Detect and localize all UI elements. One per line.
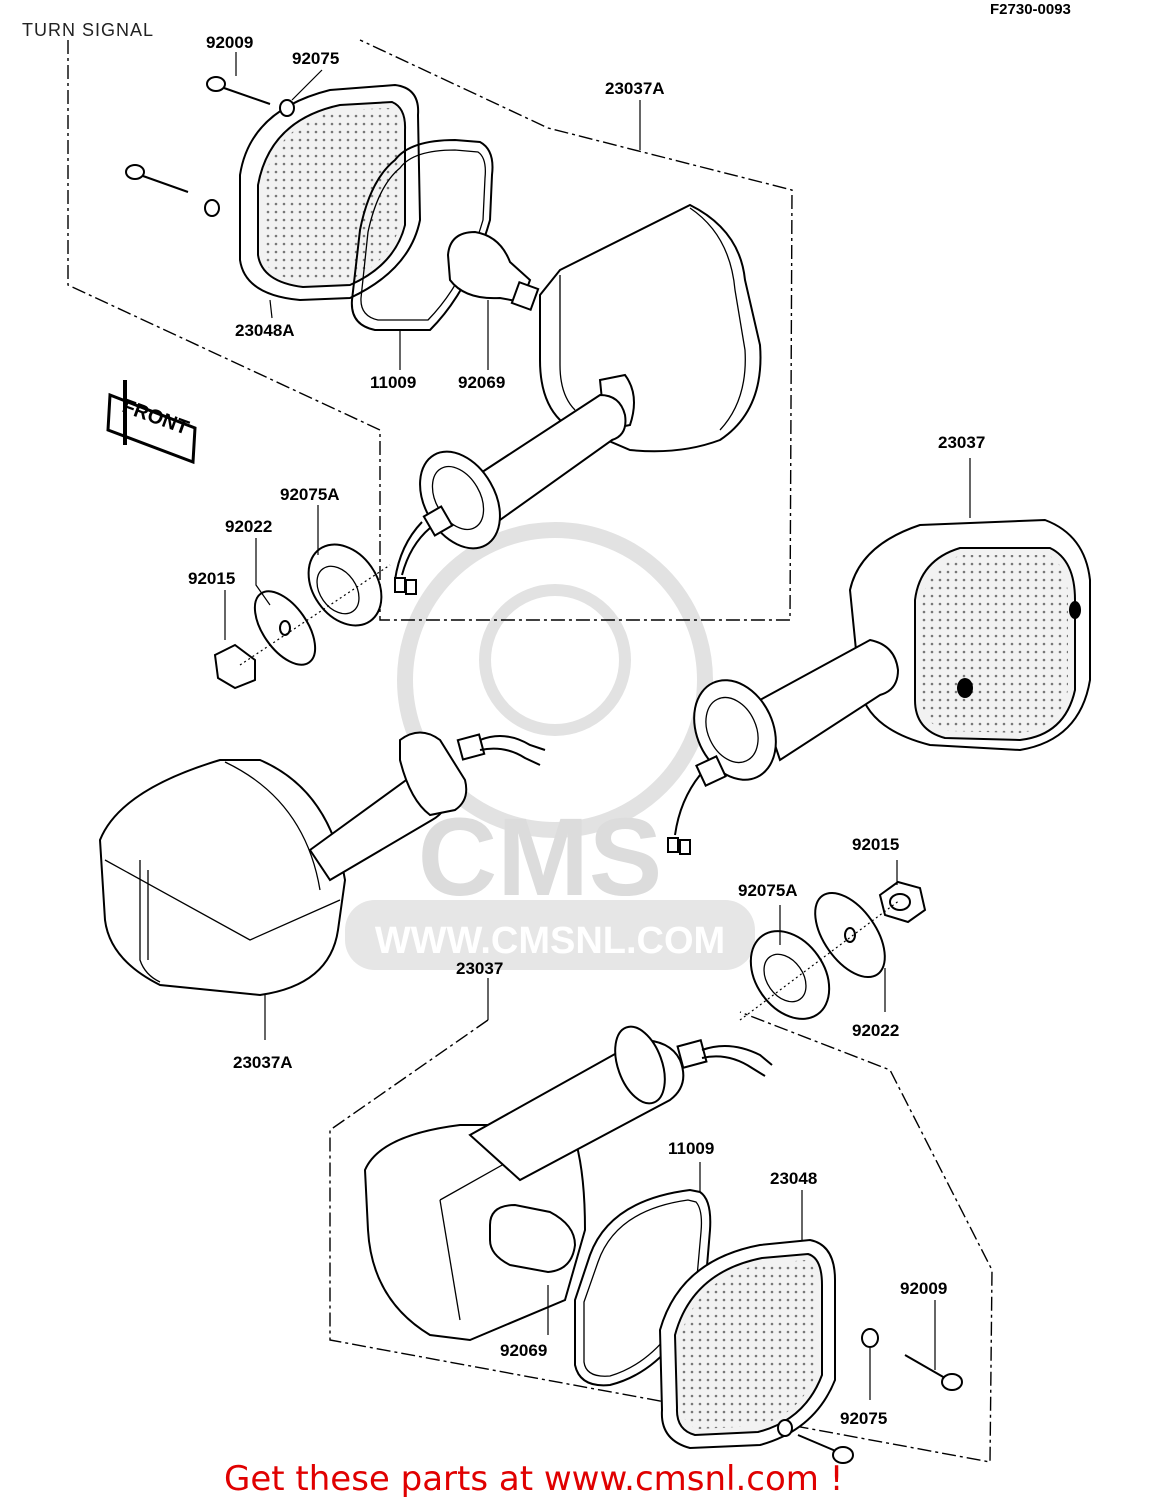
part-label: 23048 bbox=[770, 1169, 817, 1188]
lens-23048a bbox=[239, 83, 422, 302]
part-label: 92022 bbox=[225, 517, 272, 536]
cms-watermark: CMS WWW.CMSNL.COM bbox=[345, 522, 755, 970]
part-label: 92069 bbox=[500, 1341, 547, 1360]
part-label: 92009 bbox=[900, 1279, 947, 1298]
part-label: 92015 bbox=[188, 569, 235, 588]
watermark-brand: CMS bbox=[418, 796, 662, 919]
leader-lines bbox=[224, 52, 971, 1400]
washer-92022-left bbox=[253, 590, 317, 666]
part-label: 23037 bbox=[938, 433, 985, 452]
housing-23037-right bbox=[667, 518, 1091, 855]
rubber-92075a-left bbox=[307, 543, 383, 627]
watermark-url: WWW.CMSNL.COM bbox=[375, 920, 725, 962]
screw-92009-lower-a bbox=[904, 1354, 963, 1391]
part-label: 92015 bbox=[852, 835, 899, 854]
diagram-code: F2730-0093 bbox=[990, 1, 1071, 18]
front-direction-badge: FRONT bbox=[106, 380, 197, 465]
part-label: 23037A bbox=[605, 79, 665, 98]
nut-92015-right bbox=[878, 880, 927, 924]
screw-92009-lower-b bbox=[797, 1434, 854, 1464]
lens-23048-lower bbox=[658, 1238, 836, 1450]
housing-23037a-top bbox=[394, 203, 762, 595]
part-label: 92022 bbox=[852, 1021, 899, 1040]
part-label: 92009 bbox=[206, 33, 253, 52]
housing-23037a-lower bbox=[98, 731, 546, 997]
part-label: 92075A bbox=[738, 881, 798, 900]
washer-92022-right bbox=[814, 891, 886, 979]
screw-92009-top-b bbox=[125, 164, 189, 193]
assembly-top-frame bbox=[67, 39, 793, 621]
part-label: 23048A bbox=[235, 321, 295, 340]
washer-92075-top bbox=[279, 99, 295, 117]
part-label: 92075A bbox=[280, 485, 340, 504]
nut-92015-left bbox=[213, 643, 256, 690]
part-label: 92075 bbox=[292, 49, 339, 68]
washer-92075-lower-b bbox=[777, 1419, 793, 1437]
part-label: 92069 bbox=[458, 373, 505, 392]
housing-23037-lower bbox=[363, 1025, 773, 1342]
rubber-92075a-right bbox=[749, 930, 831, 1020]
part-label: 11009 bbox=[668, 1139, 714, 1158]
bulb-92069-lower bbox=[489, 1203, 577, 1274]
footer-link-text[interactable]: Get these parts at www.cmsnl.com ! bbox=[224, 1459, 843, 1499]
part-label: 11009 bbox=[370, 373, 416, 392]
washer-92075-top-b bbox=[204, 199, 220, 217]
screw-92009-top-a bbox=[206, 76, 271, 105]
bulb-92069-top bbox=[446, 230, 540, 312]
part-label: 23037A bbox=[233, 1053, 293, 1072]
part-label: 23037 bbox=[456, 959, 503, 978]
part-label: 92075 bbox=[840, 1409, 887, 1428]
washer-92075-lower bbox=[861, 1328, 879, 1348]
diagram-title: TURN SIGNAL bbox=[22, 20, 154, 40]
